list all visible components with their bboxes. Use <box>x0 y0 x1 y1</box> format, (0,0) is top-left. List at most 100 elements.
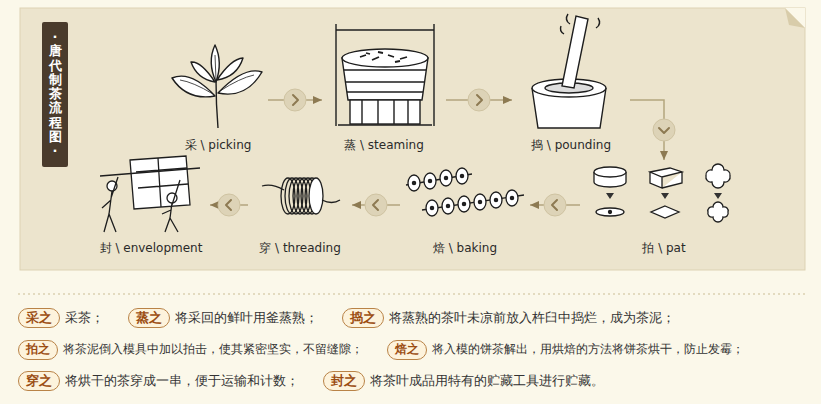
step-description: 将入模的饼茶解出，用烘焙的方法将饼茶烘干，防止发霉； <box>432 342 744 358</box>
baking-drawing-part <box>510 196 513 199</box>
arrow-badge-circle <box>653 119 675 141</box>
description-item: 采之采茶； <box>18 308 104 328</box>
mortar-drawing-part <box>560 14 599 34</box>
background-panel-part <box>20 8 805 270</box>
step-badge: 焙之 <box>387 340 427 360</box>
steamer-drawing-part <box>362 100 408 124</box>
tea-leaf-drawing <box>172 45 262 128</box>
process-step: 蒸 \ steaming <box>322 22 446 153</box>
tea-mould-drawing-part <box>609 211 612 214</box>
thread-coil-drawing-part <box>262 185 284 190</box>
step-description: 将茶叶成品用特有的贮藏工具进行贮藏。 <box>370 373 604 389</box>
arrow-chevron <box>659 128 669 133</box>
baking-drawing-part <box>428 179 431 182</box>
background-panel-part <box>18 294 805 295</box>
tea-mould-drawing-part <box>594 167 626 177</box>
process-step: 封 \ envelopment <box>92 150 210 256</box>
step-label: 捣 \ pounding <box>529 138 613 153</box>
arrow-badge <box>365 194 387 216</box>
baking-drawing-part <box>426 200 438 216</box>
step-description: 将茶泥倒入模具中加以拍击，使其紧密坚实，不留缝隙； <box>63 342 363 358</box>
step-description: 将蒸熟的茶叶未凉前放入杵臼中捣烂，成为茶泥； <box>389 310 675 326</box>
baking-drawing-part <box>462 202 465 205</box>
carriers-drawing-part <box>136 158 188 207</box>
diagram-title: ·唐代制茶流程图· <box>49 30 62 159</box>
tea-mould-drawing-part <box>650 168 682 188</box>
baking-drawing-part <box>478 200 481 203</box>
baking-drawing-part <box>460 174 463 177</box>
badge-text: 封之 <box>331 373 357 389</box>
description-item: 拍之将茶泥倒入模具中加以拍击，使其紧密坚实，不留缝隙； <box>18 340 363 360</box>
process-step: 拍 \ pat <box>580 160 748 256</box>
steamer-drawing-part <box>433 24 434 126</box>
badge-text: 捣之 <box>350 310 376 326</box>
steamer-drawing-part <box>335 24 336 126</box>
baking-drawing-part <box>456 168 468 184</box>
tea-mould-drawing-part <box>606 193 722 199</box>
step-badge: 拍之 <box>18 340 58 360</box>
baking-drawing-part <box>430 206 433 209</box>
badge-text: 焙之 <box>395 342 419 358</box>
steamer-drawing <box>336 24 434 126</box>
step-label: 封 \ envelopment <box>98 241 205 256</box>
arrow-badge <box>284 89 306 111</box>
arrow-chevron <box>477 95 482 105</box>
arrow-badge <box>468 89 490 111</box>
arrow-chevron <box>373 200 378 210</box>
baking-drawing-part <box>412 181 415 184</box>
process-step: 捣 \ pounding <box>512 12 630 153</box>
baking-drawing-part <box>494 198 497 201</box>
tea-mould-drawing-part <box>596 208 624 216</box>
process-step: 焙 \ baking <box>400 160 530 256</box>
steamer-drawing-part <box>338 124 432 125</box>
step-label: 焙 \ baking <box>431 241 499 256</box>
mortar-drawing-part <box>562 16 588 88</box>
steamer-drawing-part <box>342 49 428 67</box>
description-row: 穿之将烘干的茶穿成一串，便于运输和计数； 封之将茶叶成品用特有的贮藏工具进行贮藏。 <box>18 371 628 391</box>
baking-drawing-part <box>444 176 447 179</box>
carriers-drawing-part <box>102 177 118 232</box>
description-item: 蒸之将采回的鲜叶用釜蒸熟； <box>128 308 318 328</box>
thread-coil-drawing <box>262 178 340 214</box>
baking-drawing-part <box>408 175 420 191</box>
arrow-badge <box>544 194 566 216</box>
badge-text: 穿之 <box>26 373 52 389</box>
tea-leaf-drawing-part <box>216 80 218 128</box>
baking-drawing-part <box>446 204 449 207</box>
tea-leaf-drawing-part <box>180 55 254 94</box>
baking-drawing-part <box>506 190 518 206</box>
badge-text: 拍之 <box>26 342 50 358</box>
arrow-badge-circle <box>544 194 566 216</box>
carriers-drawing-part <box>100 168 200 176</box>
description-item: 焙之将入模的饼茶解出，用烘焙的方法将饼茶烘干，防止发霉； <box>387 340 744 360</box>
tea-mould-drawing-part <box>708 202 728 222</box>
step-description: 将采回的鲜叶用釜蒸熟； <box>175 310 318 326</box>
baking-drawing-part <box>490 192 502 208</box>
steamer-drawing-part <box>350 100 420 124</box>
background-panel-part <box>785 8 805 28</box>
description-row: 拍之将茶泥倒入模具中加以拍击，使其紧密坚实，不留缝隙； 焙之将入模的饼茶解出，用烘… <box>18 340 768 360</box>
steamer-drawing-part <box>336 29 434 30</box>
arrow-chevron <box>552 200 557 210</box>
arrow-badge-circle <box>284 89 306 111</box>
tea-leaf-drawing-part <box>191 62 215 82</box>
carriers-drawing <box>100 156 200 232</box>
mortar-drawing <box>532 14 606 128</box>
background-panel <box>18 8 805 294</box>
baking-drawing <box>406 168 524 216</box>
arrow-badge-circle <box>365 194 387 216</box>
arrow-chevron <box>293 95 298 105</box>
arrow-badge <box>653 119 675 141</box>
baking-drawing-part <box>424 173 436 189</box>
step-badge: 采之 <box>18 308 60 328</box>
arrow-badge <box>218 194 240 216</box>
carriers-drawing-part <box>162 180 180 232</box>
process-step: 穿 \ threading <box>248 160 352 256</box>
step-badge: 穿之 <box>18 371 60 391</box>
tea-mould-drawing-part <box>706 164 730 188</box>
steamer-drawing-part <box>360 52 407 62</box>
step-description: 将烘干的茶穿成一串，便于运输和计数； <box>65 373 299 389</box>
step-description: 采茶； <box>65 310 104 326</box>
baking-drawing-part <box>442 198 454 214</box>
